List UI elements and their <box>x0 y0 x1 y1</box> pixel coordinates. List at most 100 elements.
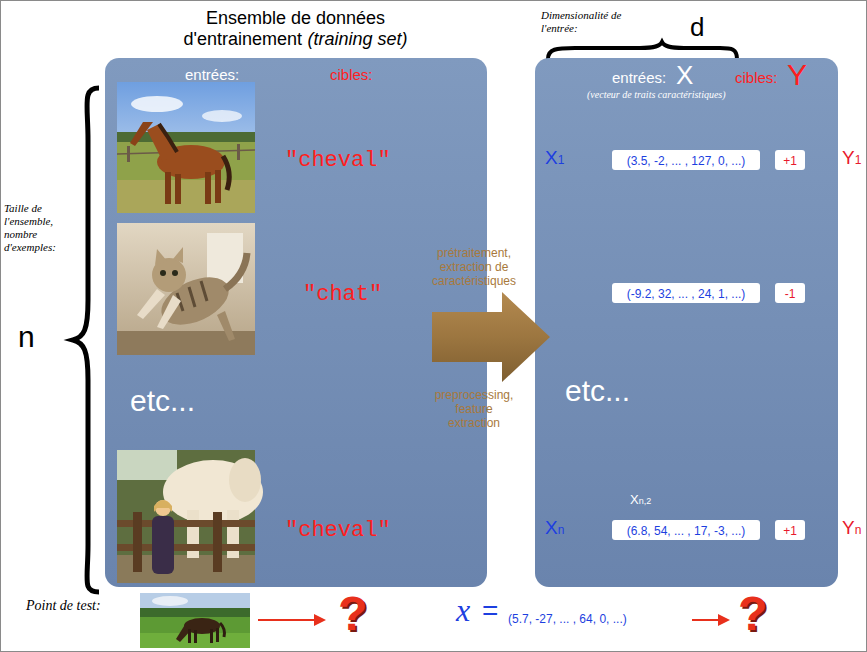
variable-name: X <box>676 62 693 88</box>
test-variable: x <box>456 594 470 626</box>
horse-and-person-photo-part <box>117 450 177 480</box>
test-caption: Point de test: <box>26 598 101 614</box>
text-holder: cibles: <box>735 69 778 86</box>
test-horse-photo-part <box>188 629 191 643</box>
horse-photo-part <box>131 96 183 112</box>
horse-photo-part <box>202 110 242 122</box>
target-label: Y1 <box>842 147 861 169</box>
text-holder: Yn <box>842 517 861 539</box>
text-holder: Point de test: <box>26 598 101 614</box>
text-holder: "chat" <box>303 282 382 307</box>
text-holder: Y1 <box>842 147 861 169</box>
text-holder: "cheval" <box>285 148 391 173</box>
text-holder: = <box>482 597 498 625</box>
column-header: entrées: <box>185 66 239 83</box>
row-label: X1 <box>545 147 564 169</box>
target-box: +1 <box>775 520 805 540</box>
test-horse-photo-part <box>140 617 250 648</box>
cell-text: +1 <box>783 521 797 541</box>
cell-text: -1 <box>785 284 796 304</box>
size-brace <box>73 88 99 592</box>
process-arrow <box>432 292 550 382</box>
class-label: "chat" <box>303 282 382 307</box>
question-mark: ? <box>338 590 367 638</box>
cell-text: (3.5, -2, ... , 127, 0, ...) <box>627 151 746 171</box>
ellipsis-text: etc... <box>130 384 195 418</box>
horse-and-person-photo <box>117 450 263 583</box>
text-holder: X1 <box>545 147 564 169</box>
test-horse-photo-part <box>220 623 225 637</box>
text-holder: prétraitement, extraction de caractérist… <box>428 246 520 288</box>
horse-photo-part <box>165 172 171 204</box>
test-vector: (5.7, -27, ... , 64, 0, ...) <box>508 612 627 626</box>
column-header: entrées: <box>612 69 666 86</box>
column-note: (vecteur de traits caractéristiques) <box>587 89 726 100</box>
test-horse-photo-part <box>152 596 188 606</box>
dimension-symbol: d <box>690 14 704 40</box>
panel-heading-english: (training set) <box>307 29 407 49</box>
horse-photo-part <box>117 142 255 213</box>
text-holder: Xn,2 <box>630 492 651 507</box>
text-holder: etc... <box>565 374 630 408</box>
target-label: Yn <box>842 517 861 539</box>
text-holder: entrées: <box>612 69 666 86</box>
example-photos <box>105 58 487 587</box>
text-holder: x <box>456 594 470 626</box>
horse-photo-part <box>223 156 229 190</box>
feature-vector-box: (-9.2, 32, ... , 24, 1, ...) <box>612 283 760 303</box>
text-holder: Dimensionalité de l'entrée: <box>541 9 623 35</box>
test-vector-arrow-head <box>718 614 730 626</box>
feature-vector-box: (6.8, 54, ... , 17, -3, ...) <box>612 520 760 540</box>
horse-and-person-photo-part <box>229 458 261 502</box>
horse-photo-part <box>175 174 181 204</box>
size-symbol: n <box>18 322 35 352</box>
ellipsis-text: etc... <box>565 374 630 408</box>
target-box: +1 <box>775 150 805 170</box>
cat-photo-part <box>157 295 181 329</box>
dimension-caption: Dimensionalité de l'entrée: <box>541 9 623 35</box>
test-horse-photo <box>140 593 250 648</box>
test-vector-arrow <box>692 619 722 621</box>
horse-photo-part <box>205 172 211 204</box>
horse-photo-part <box>117 82 255 213</box>
horse-photo-part <box>147 124 177 162</box>
text-holder: Xn <box>545 517 564 539</box>
question-mark: ? <box>738 590 767 638</box>
target-box: -1 <box>775 283 805 303</box>
horse-photo-part <box>117 180 255 213</box>
class-label: "cheval" <box>285 148 391 173</box>
text-holder: (5.7, -27, ... , 64, 0, ...) <box>508 612 627 626</box>
test-arrow-head <box>314 614 326 626</box>
text-holder: preprocessing, feature extraction <box>430 388 518 430</box>
text-holder: Taille de l'ensemble, nombre d'exemples: <box>4 202 70 254</box>
cat-photo-part <box>137 289 165 319</box>
horse-photo-part <box>127 146 130 162</box>
text-holder: (vecteur de traits caractéristiques) <box>587 89 726 100</box>
cat-photo-part <box>117 223 255 355</box>
horse-and-person-photo-part <box>133 512 142 572</box>
horse-photo-part <box>130 122 153 146</box>
feature-vector-box: (3.5, -2, ... , 127, 0, ...) <box>612 150 760 170</box>
variable-name: Y <box>787 60 807 90</box>
text-holder: ? <box>738 590 767 638</box>
text-holder: entrées: <box>185 66 239 83</box>
column-header: cibles: <box>330 66 373 83</box>
cell-text: (-9.2, 32, ... , 24, 1, ...) <box>627 284 746 304</box>
arrow-caption: prétraitement, extraction de caractérist… <box>428 246 520 288</box>
test-arrow <box>258 619 318 621</box>
text-holder: Ensemble de données d'entrainement(train… <box>163 8 428 50</box>
cat-photo-part <box>117 331 255 355</box>
cell-text: (6.8, 54, ... , 17, -3, ...) <box>627 521 746 541</box>
horse-and-person-photo-part <box>152 516 174 574</box>
test-horse-photo-part <box>140 608 250 618</box>
text-holder: Y <box>787 60 807 90</box>
cat-photo-part <box>173 247 183 263</box>
dimension-brace <box>548 42 737 59</box>
text-holder: d <box>690 14 704 40</box>
cat-photo-part <box>172 270 178 276</box>
text-holder: X <box>676 62 693 88</box>
row-label: Xn <box>545 517 564 539</box>
text-holder: "cheval" <box>285 518 391 543</box>
horse-photo <box>117 82 255 213</box>
